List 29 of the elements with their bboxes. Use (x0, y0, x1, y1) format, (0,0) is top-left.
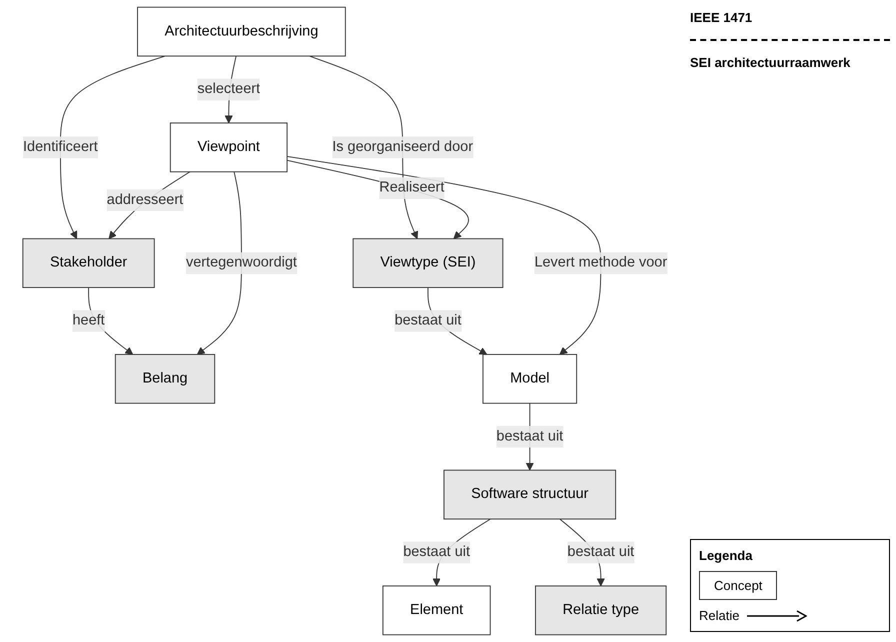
arrow (286, 160, 469, 240)
node-box: Element (382, 585, 491, 636)
edge-label: heeft (72, 312, 105, 328)
edge-label: bestaat uit (403, 544, 470, 560)
section-label: SEI architectuurraamwerk (690, 55, 852, 70)
edge-label: bestaat uit (496, 428, 564, 444)
edge-label: Is georganiseerd door (332, 139, 474, 155)
edge-label: bestaat uit (567, 544, 634, 560)
edge-label: Realiseert (379, 180, 444, 196)
node-box: Software structuur (444, 470, 616, 520)
arrow (60, 56, 166, 240)
node-box: Viewpoint (170, 122, 288, 172)
node-box: Stakeholder (22, 238, 155, 288)
edge-label: selecteert (197, 81, 260, 97)
node-box: Model (482, 354, 578, 404)
node-box: Relatie type (535, 585, 667, 636)
arrow (196, 171, 242, 355)
legend-text: Concept (699, 571, 778, 600)
edge-label: bestaat uit (394, 312, 462, 328)
legend-text: Relatie (699, 608, 740, 623)
node-box: Belang (114, 354, 216, 404)
edge-label: vertegenwoordigt (186, 254, 297, 270)
node-box: Viewtype (SEI) (352, 238, 504, 288)
legend-title: Legenda (699, 548, 754, 563)
section-label: IEEE 1471 (690, 10, 754, 25)
edge-label: Identificeert (23, 139, 98, 155)
edge-label: Levert methode voor (534, 254, 668, 270)
edge-label: addresseert (106, 192, 184, 208)
node-box: Architectuurbeschrijving (137, 6, 346, 57)
